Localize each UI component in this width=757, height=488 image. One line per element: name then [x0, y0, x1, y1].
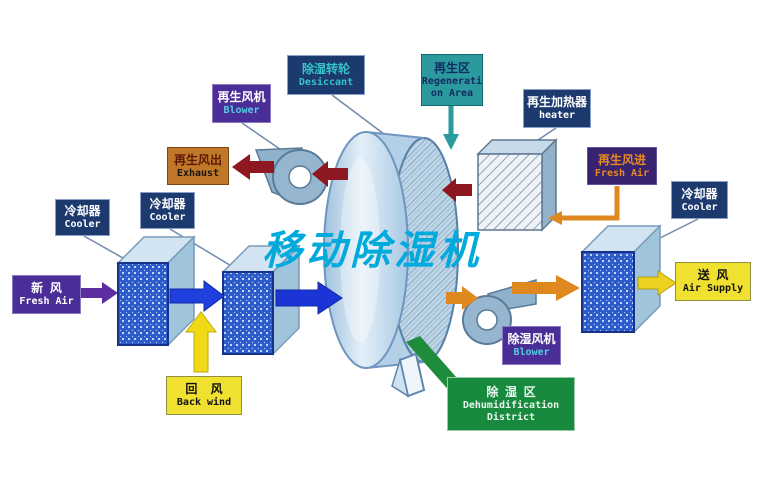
label-regen-heater: 再生加热器 heater — [523, 89, 591, 128]
label-cooler-left: 冷却器 Cooler — [55, 199, 110, 236]
label-cooler-left-zh: 冷却器 — [64, 204, 101, 219]
label-dehumid-blower-zh: 除湿风机 — [507, 332, 556, 347]
label-regen-heater-zh: 再生加热器 — [526, 95, 587, 110]
supply-air-arrow — [637, 270, 677, 296]
label-dehumid-district: 除 湿 区 Dehumidification District — [447, 377, 575, 431]
label-cooler-right-en: Cooler — [681, 201, 718, 213]
label-fresh-air-zh: 新 风 — [31, 281, 62, 296]
label-regen-blower-zh: 再生风机 — [217, 90, 266, 105]
process-blower-unit — [462, 279, 537, 345]
desiccant-wheel — [323, 131, 459, 398]
label-cooler-right-zh: 冷却器 — [681, 186, 718, 201]
label-fresh-air-en: Fresh Air — [19, 296, 74, 308]
exhaust-arrow-1 — [312, 161, 348, 187]
label-regen-fresh-air-zh: 再生风进 — [597, 152, 646, 167]
label-back-wind-zh: 回 风 — [185, 382, 223, 397]
label-dehumid-blower: 除湿风机 Blower — [502, 326, 561, 365]
label-exhaust-en: Exhaust — [176, 167, 220, 179]
label-cooler-mid: 冷却器 Cooler — [140, 192, 195, 229]
label-regen-heater-en: heater — [538, 110, 576, 122]
return-air-arrow — [185, 311, 217, 373]
regen-intake-path — [548, 186, 620, 225]
heater-unit — [476, 138, 558, 232]
dry-air-arrow-2 — [512, 275, 580, 301]
label-dehumid-district-zh: 除 湿 区 — [486, 385, 536, 399]
label-fresh-air: 新 风 Fresh Air — [12, 275, 81, 314]
label-cooler-right: 冷却器 Cooler — [671, 181, 728, 219]
label-regen-blower-en: Blower — [223, 105, 260, 117]
label-air-supply-en: Air Supply — [682, 283, 744, 295]
process-air-arrow-1 — [169, 280, 225, 312]
label-regeneration-area-zh: 再生区 — [433, 61, 470, 75]
hot-air-to-wheel-arrow — [442, 178, 472, 202]
dry-air-arrow-1 — [446, 286, 478, 310]
label-regen-blower: 再生风机 Blower — [212, 84, 271, 123]
label-dehumid-district-en: Dehumidification District — [462, 400, 560, 423]
label-regeneration-area: 再生区 Regenerati on Area — [421, 54, 483, 106]
label-regen-fresh-air-en: Fresh Air — [594, 167, 650, 179]
label-desiccant-wheel-en: Desiccant — [298, 76, 354, 88]
label-cooler-left-en: Cooler — [64, 219, 101, 231]
exhaust-arrow-2 — [232, 154, 274, 180]
fresh-air-arrow — [80, 282, 118, 304]
label-back-wind-en: Back wind — [176, 397, 232, 409]
process-air-arrow-2 — [275, 281, 343, 315]
label-desiccant-wheel: 除湿转轮 Desiccant — [287, 55, 365, 95]
label-regen-fresh-air: 再生风进 Fresh Air — [587, 147, 657, 185]
label-dehumid-blower-en: Blower — [513, 347, 550, 359]
regen-area-arrow — [443, 104, 459, 150]
label-back-wind: 回 风 Back wind — [166, 376, 242, 415]
label-air-supply-zh: 送 风 — [697, 268, 729, 283]
label-exhaust: 再生风出 Exhaust — [167, 147, 229, 185]
label-air-supply: 送 风 Air Supply — [675, 262, 751, 301]
label-exhaust-zh: 再生风出 — [173, 152, 222, 167]
label-desiccant-wheel-zh: 除湿转轮 — [301, 61, 350, 76]
label-cooler-mid-en: Cooler — [149, 212, 186, 224]
label-regeneration-area-en: Regenerati on Area — [421, 76, 483, 99]
watermark-text: 移动除湿机 — [262, 229, 482, 273]
cooler-unit-mid — [221, 244, 301, 356]
label-cooler-mid-zh: 冷却器 — [149, 197, 186, 212]
